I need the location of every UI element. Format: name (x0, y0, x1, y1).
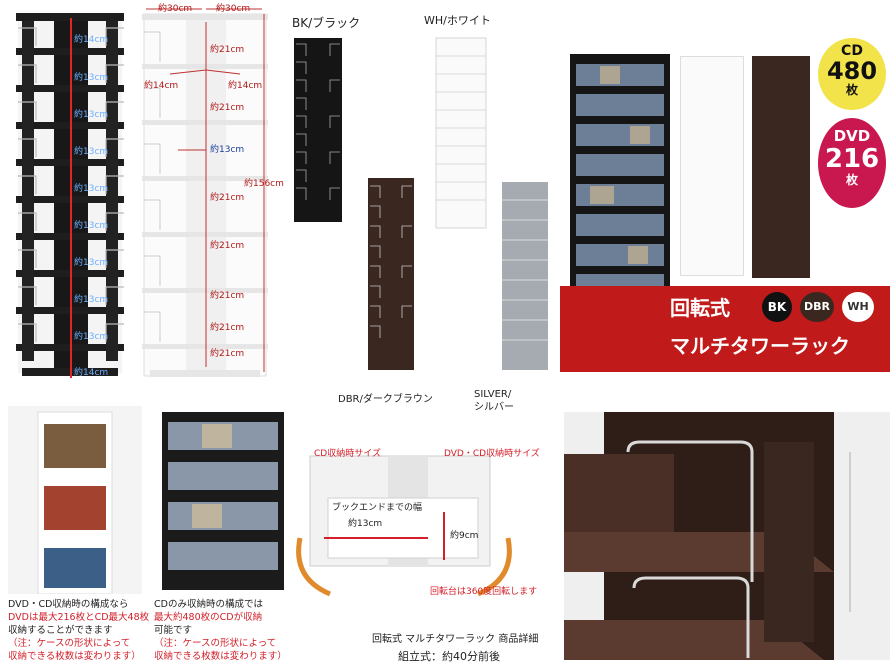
footer-assembly: 組立式：約40分前後 (398, 650, 500, 663)
caption-cd-only: CDのみ収納時の構成では 最大約480枚のCDが収納 可能です （注：ケースの形… (154, 599, 287, 662)
wh-rack-photo (432, 36, 490, 230)
silver-rack-photo (498, 180, 552, 372)
dvd-size-label: DVD・CD収納時サイズ (444, 449, 540, 459)
shelf-detail-diagram: CD収納時サイズ DVD・CD収納時サイズ ブックエンドまでの幅 約13cm 約… (288, 442, 560, 602)
inner-width-top: 約21cm (210, 45, 245, 55)
chip-dbr: DBR (800, 292, 834, 322)
height-label-5: 約13cm (74, 184, 109, 194)
banner-line-1: 回転式 (670, 296, 730, 320)
inner-height-1: 約21cm (210, 103, 245, 113)
footer-title: 回転式 マルチタワーラック 商品詳細 (372, 634, 539, 645)
dvd-capacity-badge: DVD 216 枚 (818, 118, 886, 208)
bookend-label: ブックエンドまでの幅 (332, 503, 423, 513)
white-rack-dimension-photo: 約30cm 約30cm 約21cm 約14cm 約14cm 約13cm 約21c… (140, 2, 288, 384)
height-9cm: 約9cm (450, 531, 479, 541)
rotate-note: 回転台は360度回転します (430, 587, 538, 597)
product-banner: 回転式 BK DBR WH マルチタワーラック (560, 286, 890, 372)
height-label-7: 約13cm (74, 258, 109, 268)
inner-height-6: 約21cm (210, 349, 245, 359)
total-height: 約156cm (244, 179, 284, 189)
inner-height-5: 約21cm (210, 323, 245, 333)
chip-wh: WH (842, 292, 874, 322)
promo-white-rack (680, 56, 744, 276)
dvd-cd-mixed-photo (8, 406, 142, 595)
height-label-2: 約13cm (74, 73, 109, 83)
depth-b: 約14cm (228, 81, 263, 91)
height-label-10: 約14cm (74, 368, 109, 378)
shelf-depth: 約13cm (210, 145, 245, 155)
cd-size-label: CD収納時サイズ (314, 449, 381, 459)
bk-rack-photo (290, 36, 346, 224)
variant-label-wh: WH/ホワイト (424, 14, 491, 27)
dbr-rack-photo (364, 176, 418, 372)
promo-brown-rack (752, 56, 810, 278)
cd-capacity-badge: CD 480 枚 (818, 38, 886, 110)
height-label-9: 約13cm (74, 332, 109, 342)
banner-line-2: マルチタワーラック (670, 334, 850, 358)
depth-a: 約14cm (144, 81, 179, 91)
variant-label-dbr: DBR/ダークブラウン (338, 394, 433, 405)
top-width-b: 約30cm (216, 4, 251, 14)
product-promo-panel: CD 480 枚 DVD 216 枚 回転式 BK DBR WH マルチタワーラ… (560, 38, 890, 374)
height-label-3: 約13cm (74, 110, 109, 120)
height-label-1: 約14cm (74, 35, 109, 45)
shelf-closeup-photo (564, 412, 890, 660)
inner-height-2: 約21cm (210, 193, 245, 203)
inner-height-4: 約21cm (210, 291, 245, 301)
top-width-a: 約30cm (158, 4, 193, 14)
caption-dvd-cd: DVD・CD収納時の構成なら DVDは最大216枚とCD最大48枚 収納すること… (8, 599, 150, 662)
height-label-6: 約13cm (74, 221, 109, 231)
cd-only-photo (162, 412, 284, 590)
black-rack-dimension-photo: 約14cm 約13cm 約13cm 約13cm 約13cm 約13cm 約13c… (8, 8, 134, 383)
height-label-8: 約13cm (74, 295, 109, 305)
inner-height-3: 約21cm (210, 241, 245, 251)
height-label-4: 約13cm (74, 147, 109, 157)
variant-label-silver: SILVER/ シルバー (474, 389, 514, 413)
variant-label-bk: BK/ブラック (292, 16, 361, 30)
bookend-width: 約13cm (348, 519, 383, 529)
chip-bk: BK (762, 292, 792, 322)
